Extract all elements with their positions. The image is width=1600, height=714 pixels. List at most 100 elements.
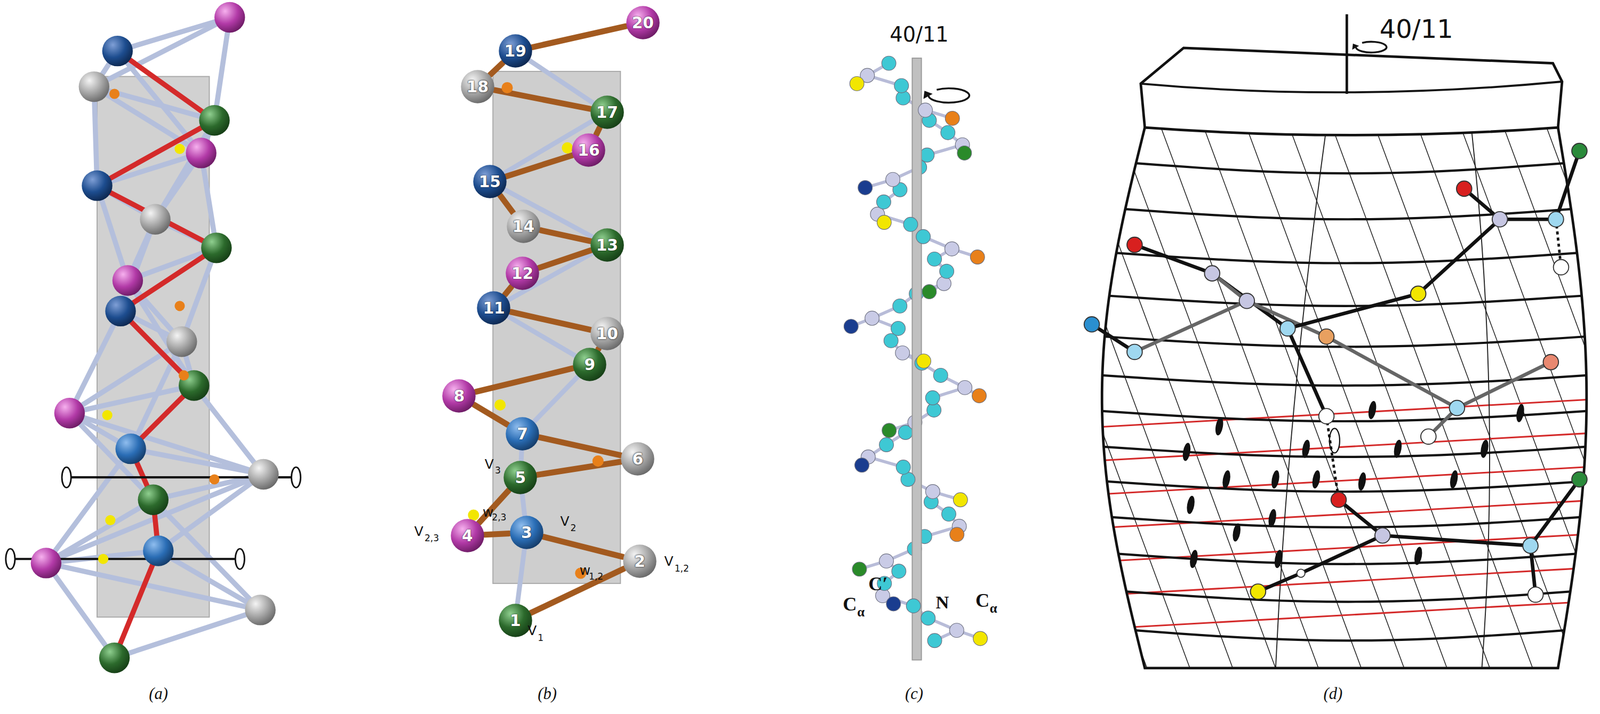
bond-line: [1326, 416, 1339, 500]
atom-sphere: [142, 535, 174, 566]
atom-dot: [1238, 293, 1255, 309]
atom-sphere: [139, 204, 171, 235]
helix-vertex: 14: [506, 209, 541, 244]
atom-dot: [1318, 408, 1335, 424]
atom-sphere: [925, 484, 941, 500]
lattice-line: [1373, 122, 1578, 674]
bond-line: [1134, 244, 1212, 274]
atom-sphere: [920, 147, 935, 163]
figure-part: [816, 14, 1600, 674]
panel-label: (c): [905, 685, 924, 703]
screw-axis: [1345, 14, 1349, 94]
twofold-symbol: [1188, 549, 1199, 569]
center-dot: [178, 370, 189, 381]
atom-sphere: [949, 527, 965, 542]
bond-rod: [97, 185, 217, 248]
bond-line: [1326, 336, 1458, 408]
twofold-symbol: [1181, 442, 1192, 462]
helix-vertex: 18: [460, 69, 495, 104]
atom-sphere: [843, 319, 859, 334]
twofold-symbol: [1300, 439, 1311, 459]
helix-vertex: 8: [441, 378, 477, 414]
atom-dot: [1553, 259, 1570, 276]
atom-sphere: [937, 276, 952, 291]
atom-dot: [1449, 400, 1466, 416]
atom-sphere: [957, 146, 972, 161]
atom-sphere: [921, 611, 936, 626]
atom-sphere: [892, 298, 908, 314]
helix-rung: [517, 549, 525, 604]
atom-sphere: [940, 125, 956, 140]
midpoint-dot: [467, 509, 479, 521]
bond-line: [1530, 479, 1580, 546]
atom-sphere: [918, 102, 933, 118]
vertex-number: 8: [441, 378, 477, 414]
site-label: 2,3: [491, 513, 507, 523]
atom-sphere: [854, 458, 870, 473]
atom-sphere: [945, 111, 960, 126]
atom-sphere: [916, 354, 932, 369]
bond-line: [1134, 300, 1247, 352]
bond-rod: [45, 563, 115, 659]
atom-sphere: [891, 321, 906, 336]
helix-vertex: 17: [589, 94, 625, 130]
helix-vertex: 12: [505, 256, 540, 291]
atom-sphere: [185, 137, 216, 168]
atom-sphere: [81, 170, 112, 201]
bond-rod: [114, 610, 261, 659]
atom-sphere: [895, 345, 910, 360]
vertex-number: 18: [460, 69, 495, 104]
vertex-number: 1: [498, 603, 533, 638]
bond-rod: [93, 17, 230, 87]
axis-label: 40/11: [1379, 16, 1454, 43]
atom-sphere: [925, 390, 940, 406]
vertex-number: 6: [620, 441, 655, 477]
atom-label: α: [989, 602, 998, 616]
atom-sphere: [198, 105, 230, 136]
vertex-number: 12: [505, 256, 540, 291]
atom-sphere: [112, 265, 143, 296]
helix-chain: [596, 128, 600, 135]
helix-vertex: 7: [505, 416, 540, 452]
bond-line: [1246, 300, 1327, 337]
bond-line: [1212, 273, 1288, 329]
atom-sphere: [883, 333, 899, 349]
center-dot: [174, 300, 185, 311]
atom-dot: [1571, 143, 1588, 159]
atom-sphere: [102, 35, 133, 67]
twofold-symbol: [1267, 508, 1278, 528]
vertex-number: 5: [502, 460, 538, 495]
site-label: V: [560, 515, 570, 529]
atom-sphere: [166, 326, 197, 357]
lattice-line: [859, 122, 1064, 674]
rotation-arrow: [928, 88, 970, 103]
midpoint-dot: [501, 82, 513, 94]
helix-chain: [505, 286, 512, 295]
lattice-line: [1287, 122, 1492, 674]
atom-sphere: [138, 484, 169, 516]
atom-sphere: [78, 71, 110, 102]
vertex-number: 13: [589, 227, 625, 263]
atom-label: C′: [868, 574, 888, 594]
atom-sphere: [876, 194, 892, 210]
lattice-line: [1091, 567, 1600, 597]
vertex-number: 15: [472, 164, 508, 199]
twofold-symbol: [1367, 400, 1378, 420]
atom-sphere: [858, 180, 873, 196]
atom-sphere: [54, 397, 85, 429]
atom-dot: [1084, 316, 1100, 333]
atom-sphere: [115, 433, 146, 464]
atom-dot: [1318, 329, 1335, 345]
bond-line: [1499, 217, 1556, 222]
atom-sphere: [957, 380, 973, 395]
atom-dot: [1250, 584, 1267, 600]
twofold-symbol: [1270, 469, 1281, 490]
band-line: [1109, 296, 1582, 307]
helix-vertex: 1: [498, 603, 533, 638]
atom-sphere: [916, 229, 931, 244]
atom-sphere: [881, 56, 896, 71]
helix-chain: [539, 437, 621, 456]
helix-vertex: 3: [509, 515, 544, 550]
atom-sphere: [865, 310, 880, 326]
